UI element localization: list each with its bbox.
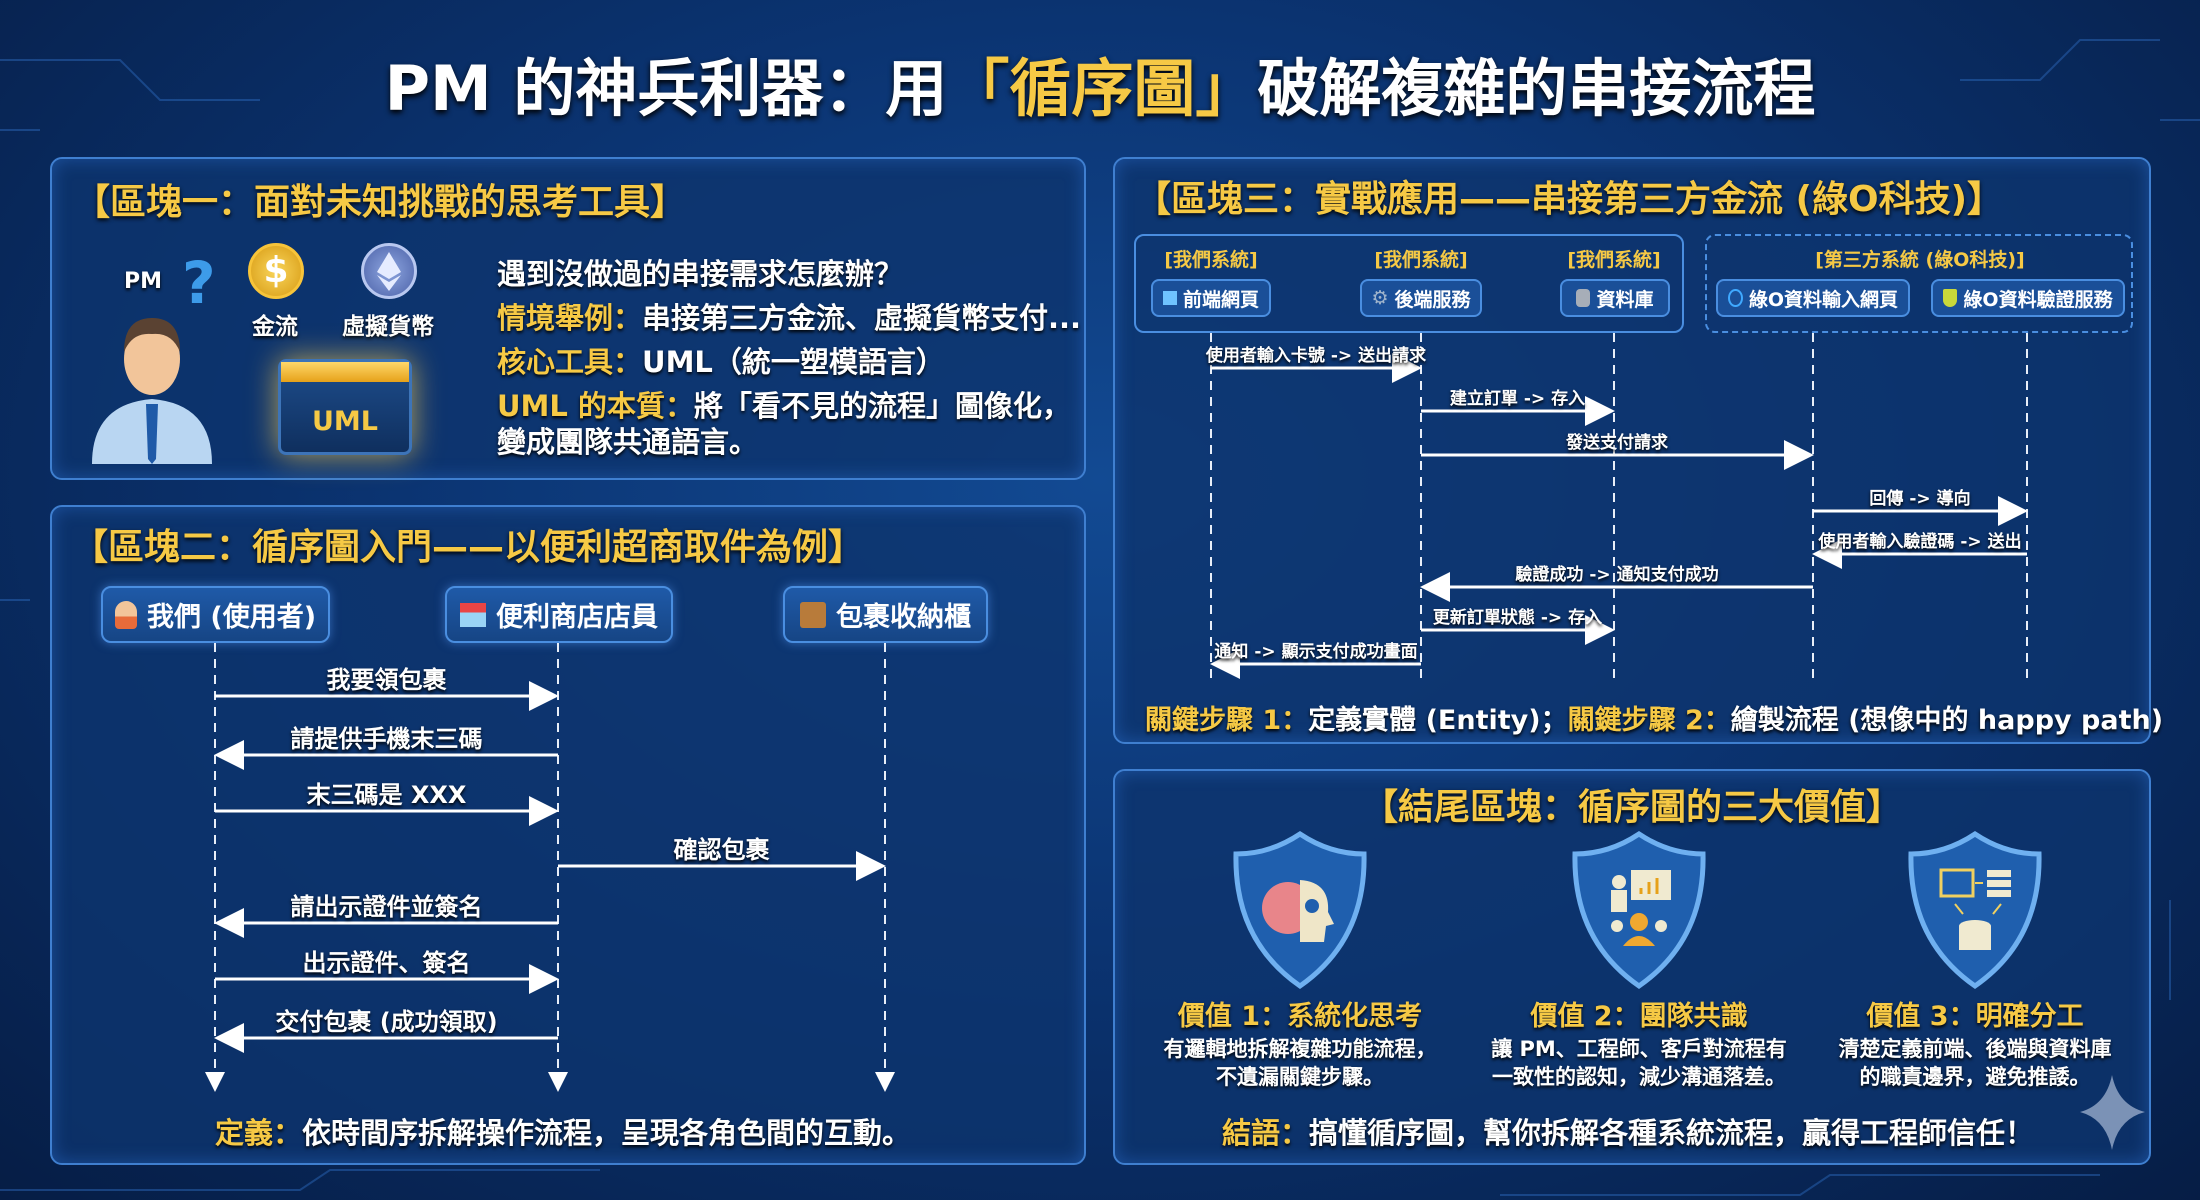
package-icon <box>800 601 826 628</box>
step1-text: 定義實體 (Entity)； <box>1308 705 1568 736</box>
coin-dollar-icon: $ <box>248 243 304 299</box>
entity-label: 資料庫 <box>1596 288 1654 311</box>
question-mark-icon: ? <box>182 249 216 317</box>
block1-line-tool: 核心工具：UML（統一塑模語言） <box>497 339 945 381</box>
entity-database: 資料庫 <box>1560 279 1670 317</box>
value-description: 的職責邊界，避免推諉。 <box>1859 1065 2091 1089</box>
line-label: 情境舉例： <box>497 301 643 335</box>
line-label: UML 的本質： <box>497 389 694 423</box>
third-party-group <box>1705 234 2133 333</box>
crypto-label: 虛擬貨幣 <box>342 314 434 340</box>
message-label: 更新訂單狀態 -> 存入 <box>1432 608 1603 628</box>
block1-question: 遇到沒做過的串接需求怎麼辦？ <box>497 257 904 291</box>
message-label: 使用者輸入驗證碼 -> 送出 <box>1818 532 2022 552</box>
conclusion-label: 結語： <box>1222 1116 1310 1150</box>
store-icon <box>460 602 486 627</box>
line-label: 核心工具： <box>497 345 643 379</box>
uml-chest-label: UML <box>312 406 378 437</box>
group-label: [我們系統] <box>1164 249 1258 271</box>
message-label: 使用者輸入卡號 -> 送出請求 <box>1205 346 1427 366</box>
line-value: 串接第三方金流、虛擬貨幣支付... <box>642 301 1082 335</box>
entity-label: 前端網頁 <box>1182 288 1259 311</box>
definition-text: 依時間序拆解操作流程，呈現各角色間的互動。 <box>302 1116 912 1150</box>
message-label: 確認包裹 <box>673 836 770 864</box>
value-description: 不遺漏關鍵步驟。 <box>1216 1065 1384 1089</box>
block1-line-essence: UML 的本質：將「看不見的流程」圖像化， <box>497 383 1071 425</box>
uml-toolbox-icon: UML <box>278 359 412 455</box>
coin-label: 金流 <box>252 314 298 340</box>
line-value: UML（統一塑模語言） <box>642 345 945 379</box>
message-label: 建立訂單 -> 存入 <box>1449 389 1586 409</box>
step2-label: 關鍵步驟 2： <box>1567 705 1731 736</box>
message-label: 我要領包裹 <box>326 666 447 694</box>
message-label: 請出示證件並簽名 <box>290 893 483 921</box>
block1-line-continued: 變成團隊共通語言。 <box>497 425 759 459</box>
block2-heading: 【區塊二：循序圖入門——以便利超商取件為例】 <box>72 527 865 568</box>
block1-panel: 【區塊一：面對未知挑戰的思考工具】 PM ? $ 金流 虛擬貨幣 UML 遇到沒… <box>50 157 1086 480</box>
brain-gear-icon <box>1233 830 1367 990</box>
value-title: 價值 3：明確分工 <box>1866 1001 2084 1032</box>
group-label: [我們系統] <box>1567 249 1661 271</box>
architecture-icon <box>1908 830 2042 990</box>
block3-panel <box>1113 157 2151 744</box>
message-label: 驗證成功 -> 通知支付成功 <box>1515 565 1719 585</box>
entity-label: 後端服務 <box>1394 288 1471 311</box>
actor-user: 我們 (使用者) <box>101 586 330 643</box>
title-highlight: 「循序圖」 <box>947 52 1258 125</box>
block1-line-scenario: 情境舉例：串接第三方金流、虛擬貨幣支付... <box>497 295 1081 337</box>
block3-heading: 【區塊三：實戰應用——串接第三方金流 (綠O科技)】 <box>1135 179 2004 220</box>
group-label: [我們系統] <box>1374 249 1468 271</box>
gear-icon: ⚙ <box>1371 287 1389 309</box>
pm-avatar-icon <box>92 318 212 464</box>
database-icon <box>1576 289 1591 307</box>
actor-label: 包裹收納櫃 <box>836 602 971 633</box>
title-prefix: PM 的神兵利器：用 <box>384 52 948 125</box>
group-label: [第三方系統 (綠O科技)] <box>1815 249 2025 271</box>
block4-conclusion: 結語：搞懂循序圖，幫你拆解各種系統流程，贏得工程師信任！ <box>1222 1110 2034 1152</box>
entity-frontend: 前端網頁 <box>1151 279 1271 317</box>
value-title: 價值 2：團隊共識 <box>1530 1001 1748 1032</box>
actor-label: 我們 (使用者) <box>146 602 317 633</box>
value-description: 一致性的認知，減少溝通落差。 <box>1492 1065 1786 1089</box>
actor-label: 便利商店店員 <box>496 602 658 633</box>
block2-definition: 定義：依時間序拆解操作流程，呈現各角色間的互動。 <box>215 1110 911 1152</box>
block4-heading: 【結尾區塊：循序圖的三大價值】 <box>1361 787 1903 828</box>
ethereum-icon <box>361 243 417 299</box>
message-label: 通知 -> 顯示支付成功畫面 <box>1214 642 1418 662</box>
title-suffix: 破解複雜的串接流程 <box>1257 52 1816 125</box>
block1-heading: 【區塊一：面對未知挑戰的思考工具】 <box>74 182 687 223</box>
message-label: 回傳 -> 導向 <box>1869 489 1971 509</box>
entity-green-input: 綠O資料輸入網頁 <box>1716 279 1910 317</box>
value-title: 價值 1：系統化思考 <box>1177 1001 1423 1032</box>
definition-label: 定義： <box>215 1116 303 1150</box>
pm-label: PM <box>124 269 163 294</box>
person-icon <box>114 600 137 629</box>
entity-green-verify: 綠O資料驗證服務 <box>1931 279 2125 317</box>
value-description: 有邏輯地拆解複雜功能流程， <box>1163 1037 1437 1061</box>
actor-locker: 包裹收納櫃 <box>783 586 988 643</box>
monitor-icon <box>1163 291 1177 305</box>
team-presentation-icon <box>1572 830 1706 990</box>
message-label: 末三碼是 XXX <box>306 781 467 809</box>
entity-label: 綠O資料驗證服務 <box>1963 288 2113 311</box>
shield-icon <box>1943 289 1958 307</box>
step1-label: 關鍵步驟 1： <box>1145 705 1309 736</box>
block3-key-steps: 關鍵步驟 1：定義實體 (Entity)；關鍵步驟 2：繪製流程 (想像中的 h… <box>1145 698 2163 737</box>
message-label: 出示證件、簽名 <box>302 949 471 977</box>
globe-icon <box>1728 289 1743 307</box>
conclusion-text: 搞懂循序圖，幫你拆解各種系統流程，贏得工程師信任！ <box>1309 1116 2035 1150</box>
actor-clerk: 便利商店店員 <box>445 586 673 643</box>
value-description: 清楚定義前端、後端與資料庫 <box>1838 1037 2112 1061</box>
value-description: 讓 PM、工程師、客戶對流程有 <box>1491 1037 1787 1061</box>
message-label: 請提供手機末三碼 <box>290 725 483 753</box>
line-value: 將「看不見的流程」圖像化， <box>693 389 1071 423</box>
message-label: 交付包裹 (成功領取) <box>275 1008 498 1036</box>
our-system-group <box>1134 234 1684 333</box>
entity-backend: ⚙後端服務 <box>1360 279 1482 317</box>
step2-text: 繪製流程 (想像中的 happy path) <box>1730 705 2164 736</box>
entity-label: 綠O資料輸入網頁 <box>1748 288 1898 311</box>
page-title: PM 的神兵利器：用「循序圖」破解複雜的串接流程 <box>0 38 2200 128</box>
message-label: 發送支付請求 <box>1566 433 1668 453</box>
